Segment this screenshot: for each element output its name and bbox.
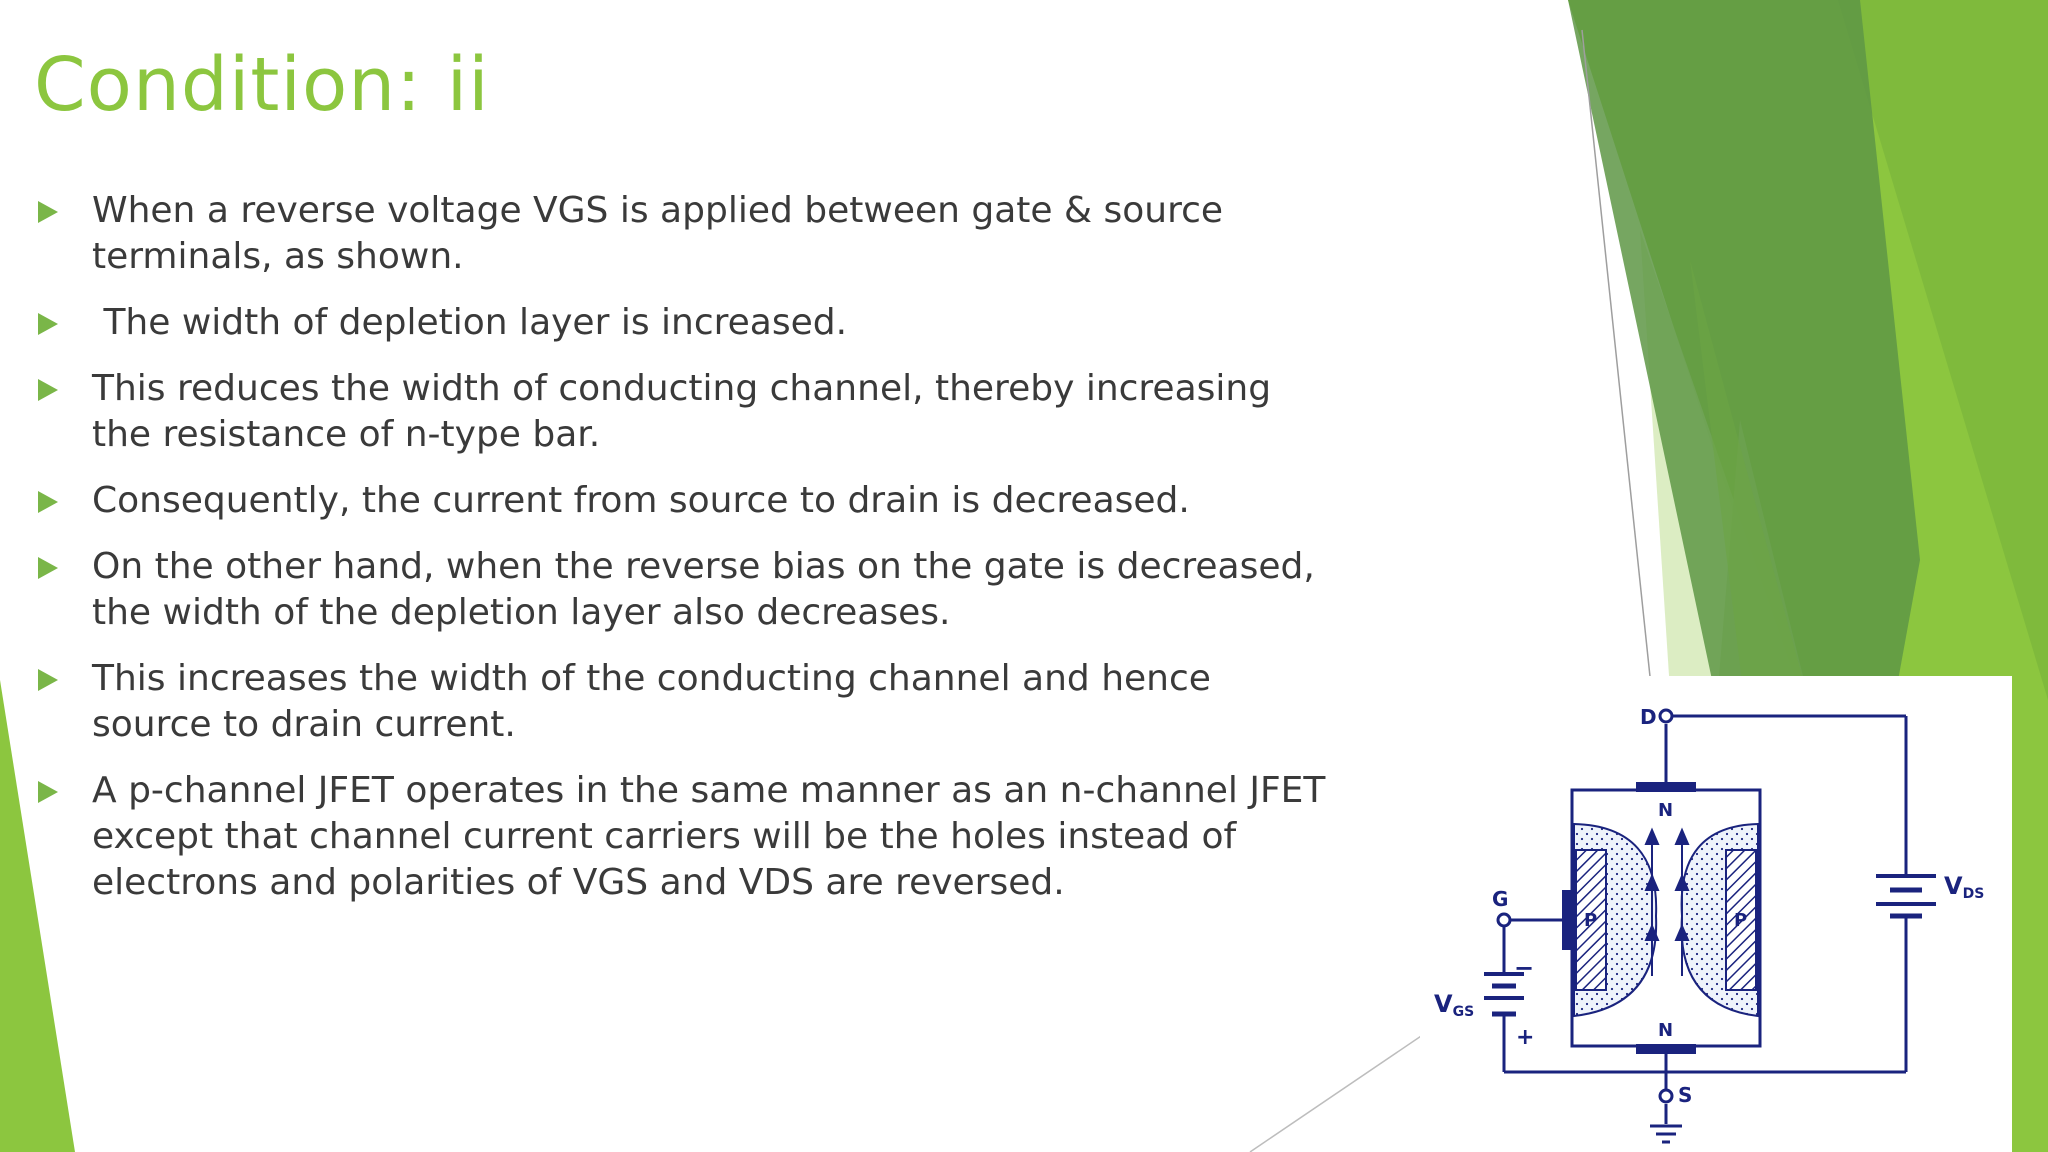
vgs-label: VGS: [1434, 990, 1474, 1020]
p-region-left: [1575, 849, 1607, 991]
bullet-text: This reduces the width of conducting cha…: [92, 368, 1272, 455]
vgs-label-v: V: [1434, 990, 1453, 1018]
source-terminal: [1658, 1088, 1674, 1104]
n-bottom-label: N: [1658, 1020, 1673, 1041]
triangle-bullet-icon: [38, 669, 58, 691]
vgs-minus-sign: −: [1514, 954, 1534, 982]
right-band-accent: [1838, 0, 2048, 700]
p-right-label: P: [1734, 910, 1747, 931]
bullet-text: This increases the width of the conducti…: [92, 658, 1211, 745]
bullet-text: Consequently, the current from source to…: [92, 480, 1190, 521]
triangle-bullet-icon: [38, 379, 58, 401]
bullet-item: This increases the width of the conducti…: [34, 656, 1334, 748]
vds-battery-icon: [1876, 874, 1936, 919]
vgs-label-subscript: GS: [1453, 1004, 1475, 1020]
source-contact: [1636, 1044, 1696, 1054]
gate-terminal: [1496, 912, 1512, 928]
bullet-text: A p-channel JFET operates in the same ma…: [92, 770, 1326, 903]
vds-label: VDS: [1944, 872, 1984, 902]
gate-contact: [1562, 890, 1574, 950]
jfet-circuit-diagram: D S G N N P P − + VGS VDS: [1420, 676, 2012, 1152]
triangle-bullet-icon: [38, 557, 58, 579]
drain-terminal: [1658, 708, 1674, 724]
source-label: S: [1678, 1083, 1692, 1107]
vds-label-v: V: [1944, 872, 1963, 900]
n-top-label: N: [1658, 800, 1673, 821]
bullet-item: This reduces the width of conducting cha…: [34, 366, 1334, 458]
thin-diagonal-line-bottom: [1249, 1029, 1431, 1152]
bullet-item: On the other hand, when the reverse bias…: [34, 544, 1334, 636]
bullet-text: When a reverse voltage VGS is applied be…: [92, 190, 1224, 277]
triangle-bullet-icon: [38, 781, 58, 803]
triangle-bullet-icon: [38, 313, 58, 335]
bullet-item: A p-channel JFET operates in the same ma…: [34, 768, 1334, 906]
triangle-bullet-icon: [38, 491, 58, 513]
drain-label: D: [1640, 705, 1657, 729]
channel-arrows: [1644, 827, 1690, 976]
gate-label: G: [1492, 887, 1508, 911]
bullet-text: The width of depletion layer is increase…: [92, 302, 848, 343]
bullet-item: When a reverse voltage VGS is applied be…: [34, 188, 1334, 280]
drain-contact: [1636, 782, 1696, 792]
bullet-list: When a reverse voltage VGS is applied be…: [34, 188, 1334, 926]
vgs-plus-sign: +: [1516, 1025, 1534, 1050]
ground-icon: [1650, 1124, 1682, 1144]
bullet-item: Consequently, the current from source to…: [34, 478, 1334, 524]
jfet-circuit-svg: D S G N N P P − + VGS VDS: [1434, 705, 1984, 1144]
triangle-bullet-icon: [38, 201, 58, 223]
vds-label-subscript: DS: [1963, 886, 1985, 902]
bullet-text: On the other hand, when the reverse bias…: [92, 546, 1315, 633]
p-left-label: P: [1584, 910, 1597, 931]
circuit-wires: [1502, 714, 1908, 1124]
p-region-right: [1725, 849, 1757, 991]
slide-title: Condition: ii: [34, 42, 490, 128]
vgs-battery-icon: [1484, 972, 1524, 1017]
bullet-item: The width of depletion layer is increase…: [34, 300, 1334, 346]
left-corner-triangle: [0, 680, 75, 1152]
